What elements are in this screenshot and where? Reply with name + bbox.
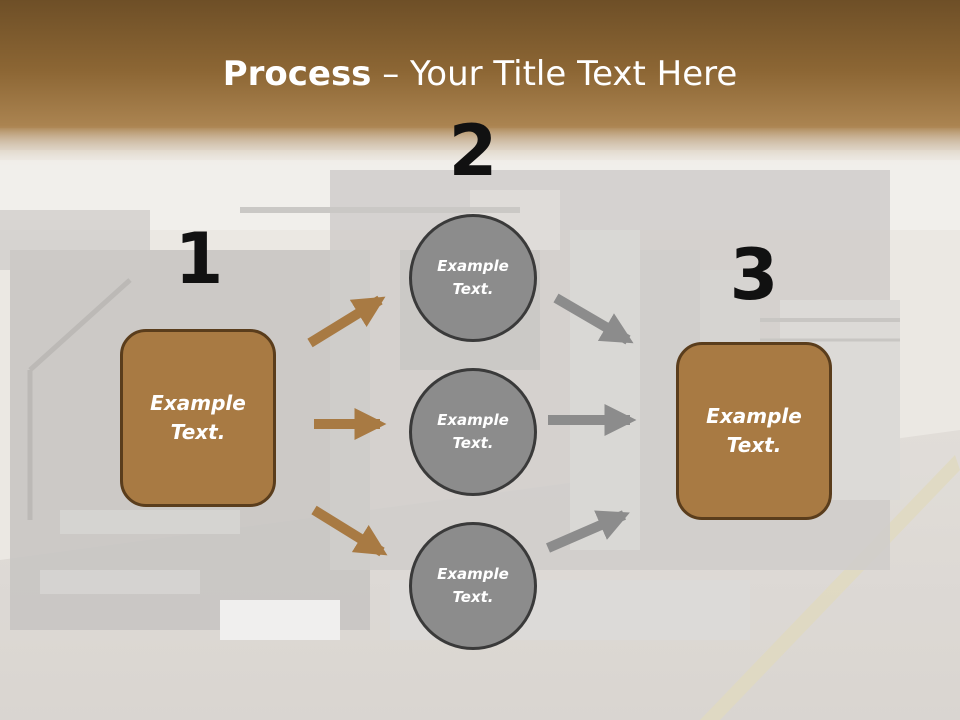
arrow-step1-to-top — [307, 295, 386, 348]
step-number-2: 2 — [448, 110, 498, 192]
node-circle-bottom[interactable]: Example Text. — [409, 522, 537, 650]
step-3-box[interactable]: Example Text. — [676, 342, 832, 520]
node-bottom-text: Example Text. — [437, 565, 509, 606]
node-circle-top[interactable]: Example Text. — [409, 214, 537, 342]
title-rest-part: – Your Title Text Here — [371, 54, 738, 94]
node-circle-middle[interactable]: Example Text. — [409, 368, 537, 496]
step-1-box[interactable]: Example Text. — [120, 329, 276, 507]
arrow-bottom-to-step3 — [546, 510, 630, 553]
slide-title: Process – Your Title Text Here — [0, 52, 960, 96]
step-1-text: Example Text. — [150, 391, 246, 444]
arrow-step1-to-bottom — [311, 505, 388, 557]
node-top-text: Example Text. — [437, 257, 509, 298]
title-bold-part: Process — [222, 54, 372, 94]
arrow-top-to-step3 — [553, 293, 634, 345]
step-3-text: Example Text. — [706, 404, 802, 457]
step-number-3: 3 — [729, 234, 779, 316]
node-middle-text: Example Text. — [437, 411, 509, 452]
step-number-1: 1 — [174, 218, 224, 300]
